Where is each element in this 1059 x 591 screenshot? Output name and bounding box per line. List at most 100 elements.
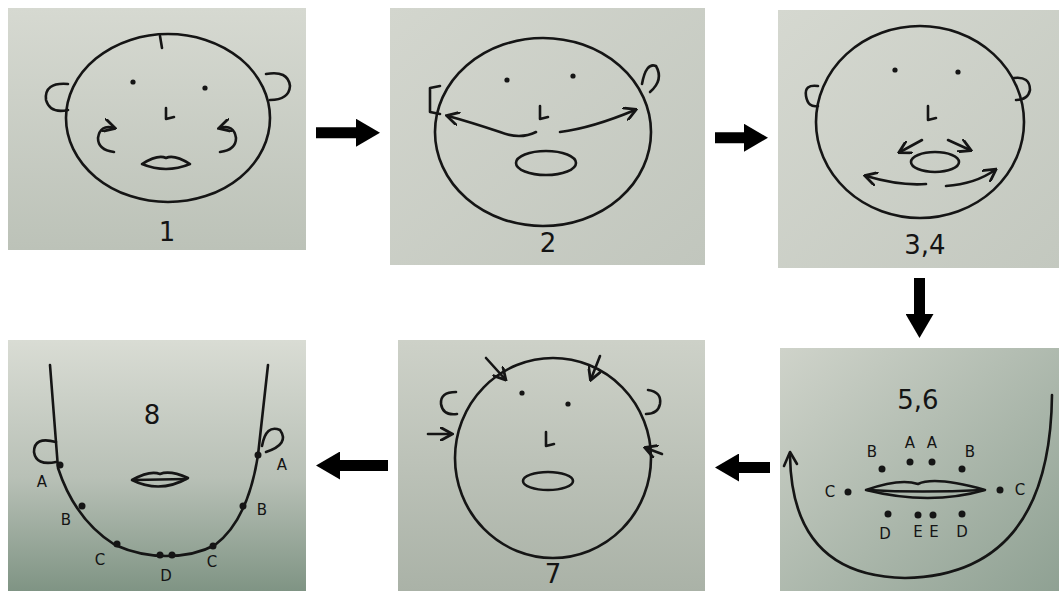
pressure-arrow	[486, 358, 505, 379]
face-three	[806, 26, 1030, 218]
face-seven	[428, 356, 662, 558]
ear	[34, 440, 56, 463]
point-letter: C	[95, 553, 105, 568]
pressure-point	[157, 552, 164, 559]
ear	[430, 86, 440, 114]
flow-arrow	[316, 127, 356, 138]
ear	[1014, 78, 1030, 100]
point-letter: B	[965, 445, 975, 460]
step-number: 7	[545, 561, 562, 587]
eye	[570, 73, 575, 78]
photo-ground	[780, 348, 1059, 591]
face-outline	[816, 26, 1024, 218]
flow-arrow	[914, 278, 925, 314]
face-five-six	[784, 395, 1052, 578]
point-letter: A	[927, 436, 937, 451]
point-letter: D	[879, 527, 891, 542]
photo-ground	[8, 340, 306, 591]
mouth	[868, 490, 983, 492]
ear	[441, 392, 457, 414]
step-number: 8	[144, 402, 161, 428]
point-letter: C	[825, 485, 835, 500]
massage-arrow	[946, 170, 995, 186]
ear	[266, 73, 290, 100]
pressure-point	[210, 543, 217, 550]
eye	[892, 67, 897, 72]
point-letter: C	[207, 555, 217, 570]
mouth	[516, 151, 576, 175]
ear	[806, 86, 818, 107]
pressure-point	[255, 452, 262, 459]
photo-grounds	[8, 8, 1059, 591]
point-letter: A	[37, 475, 47, 490]
mouth	[142, 157, 190, 169]
massage-arrow	[948, 140, 970, 150]
massage-arrow	[448, 116, 536, 136]
ear	[46, 84, 68, 111]
pressure-point	[240, 503, 247, 510]
massage-arrow	[98, 127, 114, 152]
pressure-point	[879, 466, 886, 473]
jaw-line	[790, 395, 1052, 578]
photo-panel: 5,6BAABCCDEED	[780, 348, 1059, 591]
pressure-arrow	[428, 433, 451, 436]
ear	[642, 65, 659, 92]
eye	[565, 401, 570, 406]
point-letter: B	[257, 503, 267, 518]
flow-arrow	[715, 132, 744, 143]
step-number: 2	[540, 230, 557, 256]
pressure-point	[79, 503, 86, 510]
flow-arrow	[739, 462, 770, 473]
face-one	[46, 34, 290, 202]
point-letter: C	[1015, 483, 1025, 498]
massage-arrow	[900, 140, 922, 152]
pressure-arrow	[591, 356, 600, 379]
tick-mark	[160, 36, 162, 48]
mouth	[866, 481, 985, 498]
ear	[262, 429, 283, 452]
eye	[504, 77, 509, 82]
eye	[202, 85, 207, 90]
point-letter: A	[277, 458, 287, 473]
pressure-point	[929, 459, 936, 466]
point-letter: E	[929, 525, 938, 540]
eye	[955, 69, 960, 74]
mouth	[134, 479, 186, 480]
step-number: 5,6	[897, 387, 938, 413]
flow-arrow	[340, 460, 388, 471]
jaw-line	[50, 365, 268, 556]
photo-panel: 2	[390, 8, 705, 265]
photo-panel: 1	[8, 8, 306, 250]
pressure-point	[845, 489, 852, 496]
nose	[166, 108, 174, 119]
eye	[130, 79, 135, 84]
pressure-point	[997, 487, 1004, 494]
face-outline	[455, 358, 651, 558]
pressure-point	[930, 512, 937, 519]
massage-arrow	[866, 176, 926, 184]
jaw-caret	[784, 452, 797, 466]
photo-panel: 3,4	[778, 10, 1059, 268]
step-number: 3,4	[904, 232, 945, 258]
step-number: 1	[159, 219, 176, 245]
photo-panel: 7	[398, 340, 705, 591]
point-letter: D	[160, 569, 172, 584]
point-letter: B	[61, 513, 71, 528]
massage-arrow	[560, 110, 635, 132]
pressure-point	[907, 459, 914, 466]
nose	[540, 106, 548, 119]
point-letter: E	[913, 525, 922, 540]
pressure-point	[915, 512, 922, 519]
ear	[646, 390, 660, 414]
point-letter: B	[867, 445, 877, 460]
eye	[519, 390, 524, 395]
nose	[928, 106, 936, 120]
face-eight	[34, 365, 283, 559]
face-outline	[435, 38, 651, 226]
nose	[546, 432, 554, 446]
mouth	[132, 473, 188, 487]
photo-ground	[398, 340, 705, 591]
